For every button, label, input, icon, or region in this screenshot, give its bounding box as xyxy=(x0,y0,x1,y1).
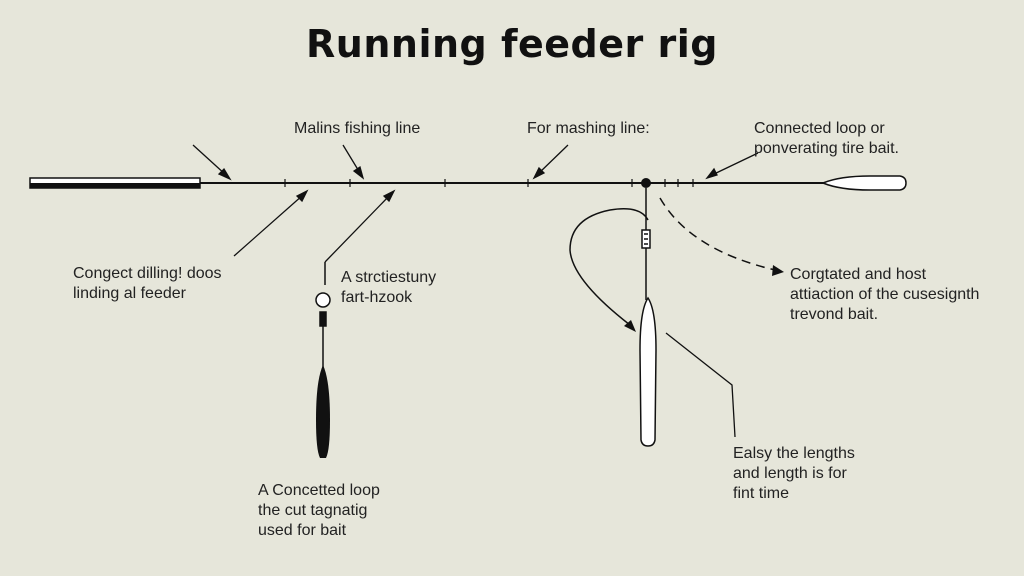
label-line: the cut tagnatig xyxy=(258,502,368,519)
line-ticks xyxy=(284,179,694,187)
float-right xyxy=(821,175,907,191)
label-line: ponverating tire bait. xyxy=(754,140,899,157)
label-line: and length is for xyxy=(733,465,847,482)
label-line: Corgtated and host xyxy=(790,266,927,283)
label-hook: A strctiestuny fart-hzook xyxy=(341,268,436,308)
label-line: used for bait xyxy=(258,522,347,539)
float-rig-right xyxy=(569,188,651,326)
label-line: fart-hzook xyxy=(341,289,413,306)
lengths-pointer xyxy=(665,332,736,438)
label-line: trevond bait. xyxy=(790,306,879,323)
dashed-flow-line xyxy=(659,197,776,271)
label-connect-feeder: Congect dilling! doos linding al feeder xyxy=(73,264,222,304)
hook-link-left xyxy=(315,262,331,368)
label-line: linding al feeder xyxy=(73,285,186,302)
callout-arrows-lower xyxy=(233,189,396,263)
callout-arrows-top xyxy=(192,144,759,181)
diagram-title: Running feeder rig xyxy=(306,22,718,66)
curve-arrowhead xyxy=(624,320,636,332)
label-line: Ealsy the lengths xyxy=(733,445,855,462)
feeder-weight xyxy=(316,365,330,458)
label-corrugated: Corgtated and host attiaction of the cus… xyxy=(790,265,979,325)
float-body xyxy=(639,296,657,447)
label-concetted-loop: A Concetted loop the cut tagnatig used f… xyxy=(258,481,380,541)
rod-tip-shade xyxy=(30,183,200,188)
stop-bead xyxy=(641,178,651,188)
label-mashing-line: For mashing line: xyxy=(527,119,650,139)
label-line: A strctiestuny xyxy=(341,269,437,286)
label-mashing-line-text: For mashing line: xyxy=(527,120,650,137)
label-lengths: Ealsy the lengths and length is for fint… xyxy=(733,444,855,504)
label-line: fint time xyxy=(733,485,790,502)
label-main-line-text: Malins fishing line xyxy=(294,120,421,137)
label-main-line: Malins fishing line xyxy=(294,119,420,139)
dashed-arrowhead xyxy=(772,265,784,276)
label-line: A Concetted loop xyxy=(258,482,380,499)
label-line: Connected loop or xyxy=(754,120,885,137)
label-line: Congect dilling! doos xyxy=(73,265,222,282)
label-line: attiaction of the cusesignth xyxy=(790,286,980,303)
label-connected-loop-top: Connected loop or ponverating tire bait. xyxy=(754,119,899,159)
